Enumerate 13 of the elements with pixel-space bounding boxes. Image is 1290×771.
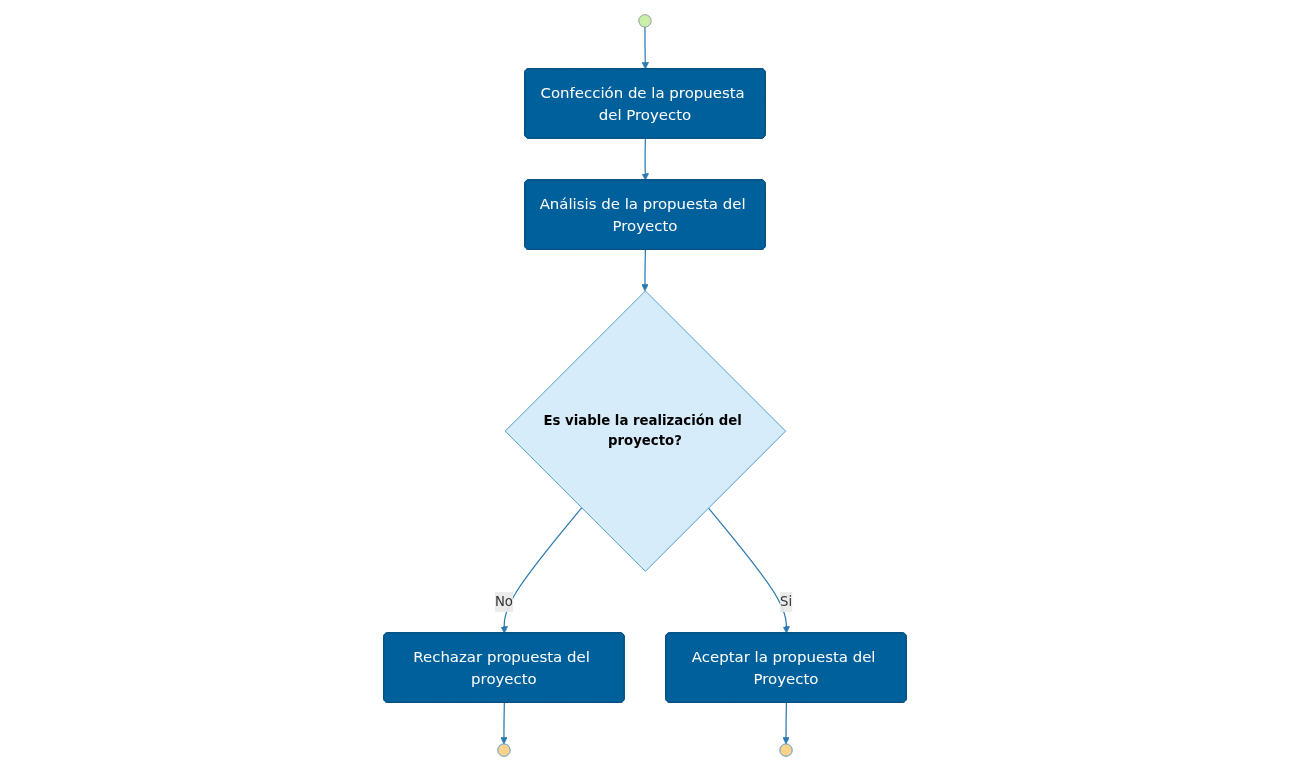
- arrow: [782, 702, 790, 745]
- edge-label: No: [494, 593, 513, 610]
- node-diamond: Es viable la realización del proyecto?: [504, 290, 787, 572]
- node-circle: [779, 743, 793, 757]
- node-circle: [497, 743, 511, 757]
- node-circle: [638, 14, 652, 28]
- arrow: [707, 507, 790, 634]
- arrow: [641, 249, 649, 292]
- arrow: [500, 507, 583, 634]
- arrow: [641, 138, 649, 181]
- arrow: [500, 702, 508, 745]
- edge-label: Si: [779, 593, 793, 610]
- arrow: [641, 26, 649, 70]
